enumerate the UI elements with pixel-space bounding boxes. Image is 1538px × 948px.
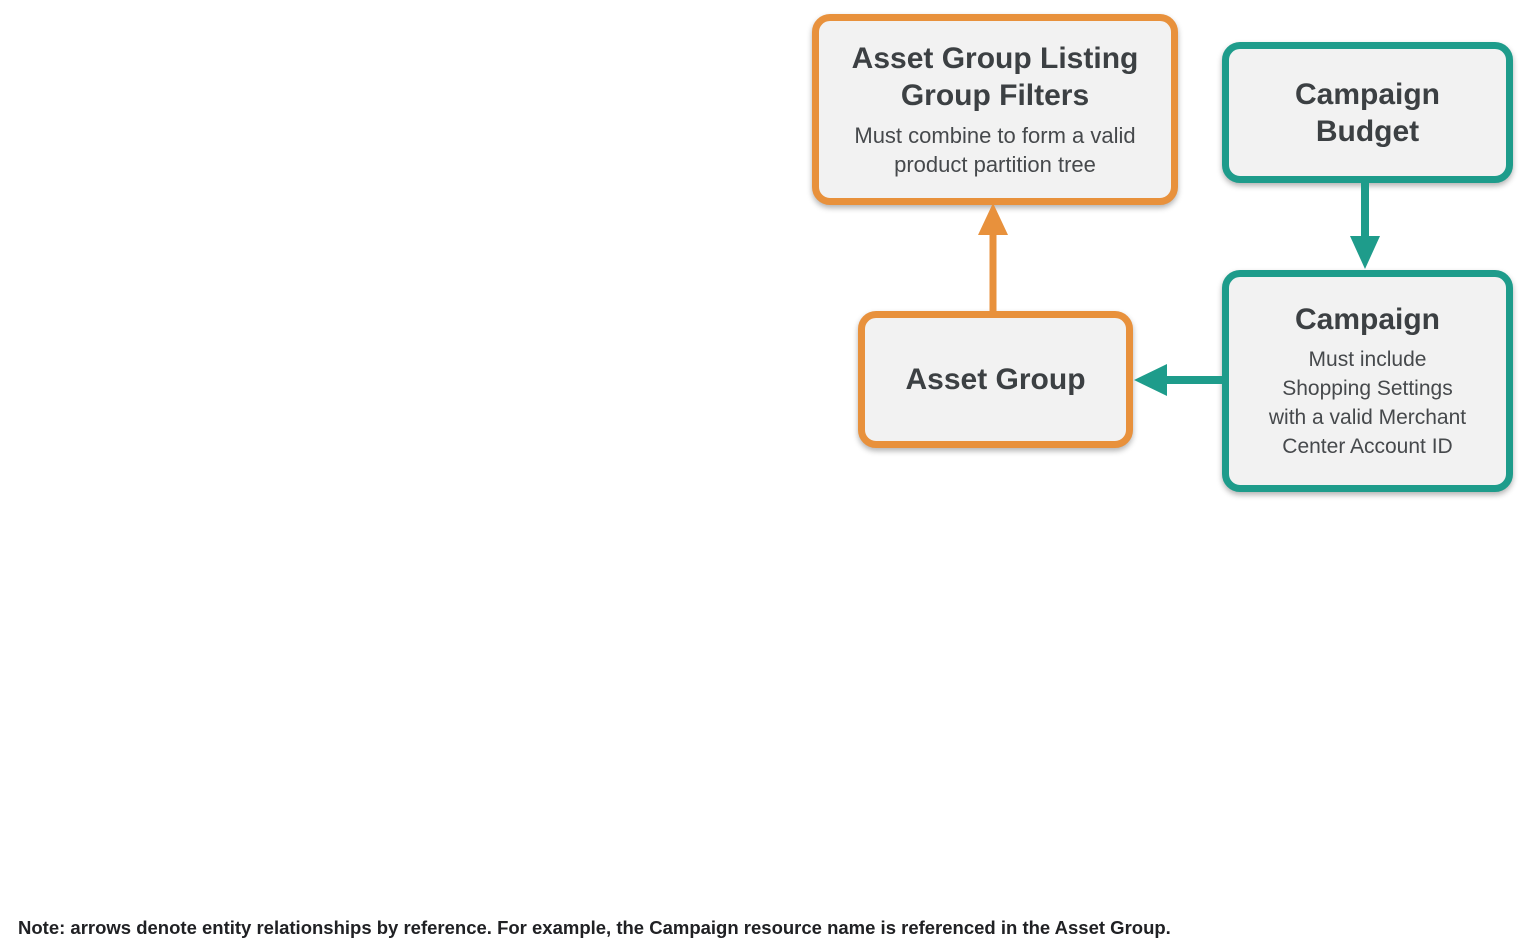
footnote: Note: arrows denote entity relationships…: [18, 917, 1171, 938]
node-subtitle: Must combine to form a valid product par…: [854, 123, 1136, 177]
node-asset-group: Asset Group: [858, 311, 1133, 448]
node-asset-group-listing-group-filters: Asset Group Listing Group Filters Must c…: [812, 14, 1178, 205]
arrow-campaign-budget-to-campaign: [1350, 182, 1380, 269]
node-campaign-budget: Campaign Budget: [1222, 42, 1513, 183]
node-title: Campaign: [1294, 303, 1441, 336]
arrow-asset-group-to-listing-filters: [978, 203, 1008, 313]
node-title: Campaign Budget: [1294, 77, 1441, 148]
node-campaign: Campaign Must include Shopping Settings …: [1222, 270, 1513, 492]
node-title: Asset Group Listing Group Filters: [851, 42, 1139, 112]
node-title: Asset Group: [905, 363, 1086, 396]
node-subtitle: Must include Shopping Settings with a va…: [1268, 348, 1467, 458]
arrow-campaign-to-asset-group: [1134, 364, 1222, 396]
